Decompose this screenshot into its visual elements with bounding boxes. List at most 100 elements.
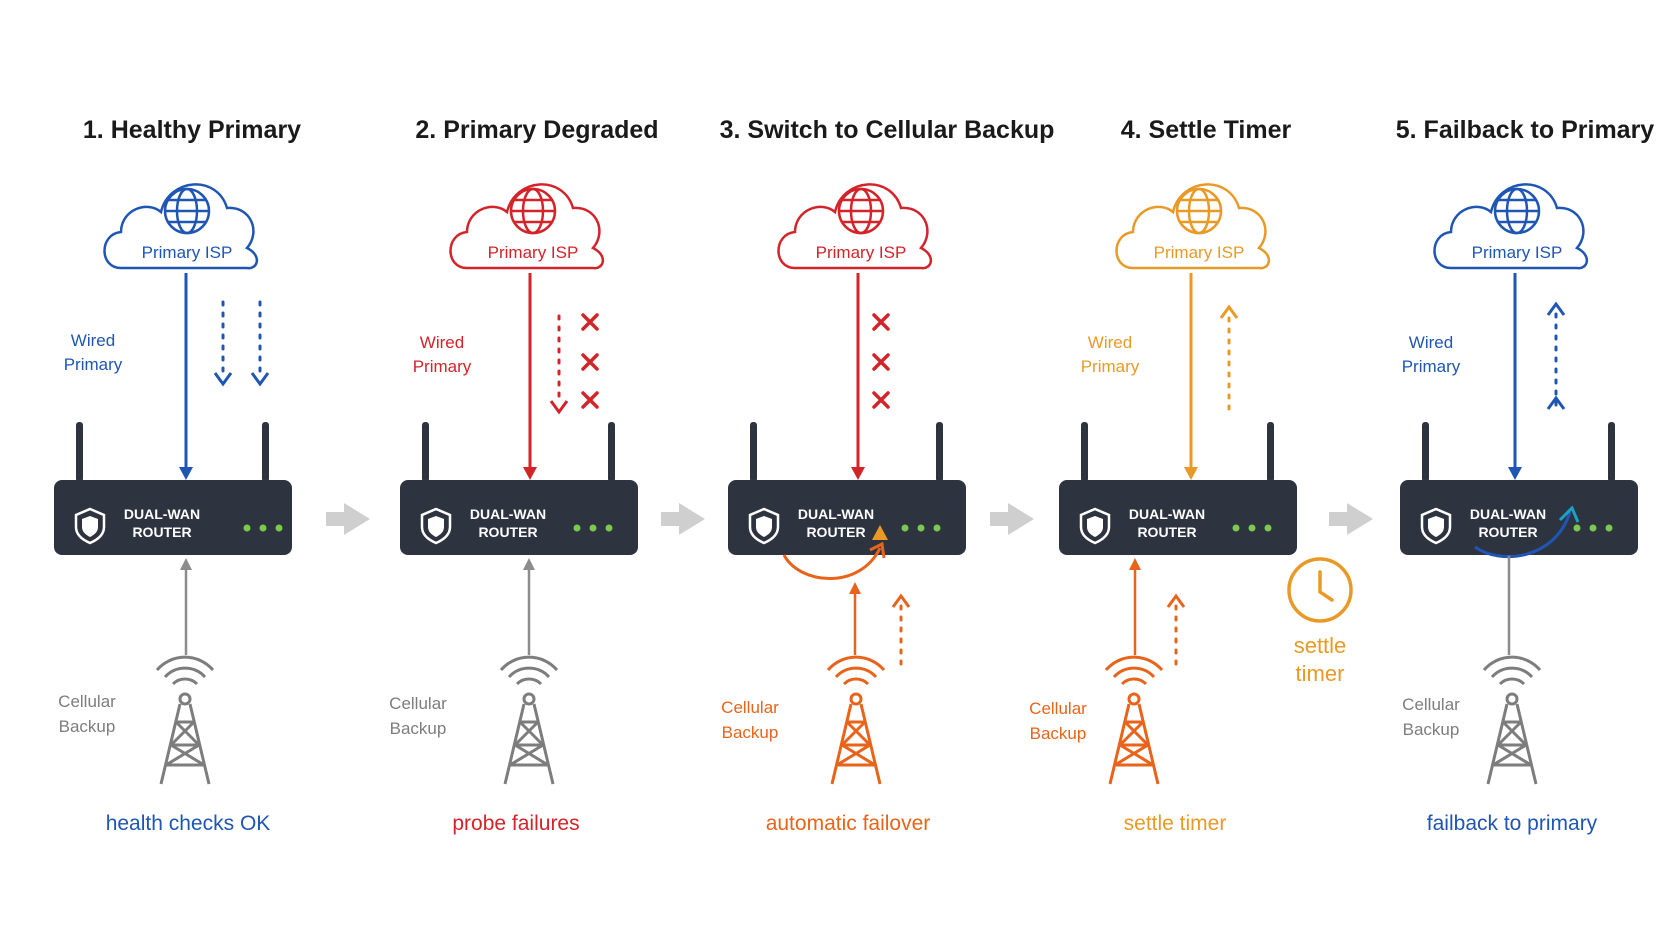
wired-link-arrowhead xyxy=(1184,467,1198,480)
shield-icon xyxy=(74,507,106,545)
wired-label-2: Primary xyxy=(1402,357,1461,376)
router: DUAL-WAN ROUTER xyxy=(1400,422,1638,555)
router-label-line1: DUAL-WAN xyxy=(470,506,546,522)
cell-tower-icon xyxy=(1104,655,1164,785)
router-label-line2: ROUTER xyxy=(478,524,537,540)
probe-up-arrow xyxy=(1219,304,1239,412)
stage-1-title: 1. Healthy Primary xyxy=(83,116,301,144)
failure-x-icon xyxy=(581,313,599,409)
shield-icon xyxy=(1420,507,1452,545)
router-label-line2: ROUTER xyxy=(132,524,191,540)
failure-x-icon xyxy=(872,313,890,409)
health-probe-arrows xyxy=(213,300,270,387)
cell-tower-icon xyxy=(1482,655,1542,785)
stage-arrow-1-2 xyxy=(326,503,370,535)
cell-tower-icon xyxy=(155,655,215,785)
wired-link-arrowhead xyxy=(179,467,193,480)
status-leds xyxy=(1573,524,1613,532)
shield-icon xyxy=(420,507,452,545)
router-label-line2: ROUTER xyxy=(1137,524,1196,540)
clock-icon xyxy=(1287,557,1353,623)
stage-5-title: 5. Failback to Primary xyxy=(1396,116,1655,144)
probe-up-arrow xyxy=(1546,301,1566,412)
wired-link-arrowhead xyxy=(1508,467,1522,480)
shield-icon xyxy=(1079,507,1111,545)
stage-1: Primary ISP Wired Primary DUAL-WAN ROUTE… xyxy=(54,183,292,835)
wired-link-arrowhead xyxy=(523,467,537,480)
cloud-primary-isp: Primary ISP xyxy=(103,183,258,270)
router-label-line2: ROUTER xyxy=(1478,524,1537,540)
stage-4-title: 4. Settle Timer xyxy=(1121,116,1292,144)
cellular-link-arrowhead xyxy=(849,582,861,594)
router-label-line1: DUAL-WAN xyxy=(1470,506,1546,522)
stage-arrow-4-5 xyxy=(1329,503,1373,535)
stage-3-title: 3. Switch to Cellular Backup xyxy=(720,116,1055,144)
cellular-label: Cellular xyxy=(1402,695,1460,714)
cloud-label: Primary ISP xyxy=(488,243,579,262)
stage-caption: automatic failover xyxy=(766,812,931,835)
router: DUAL-WAN ROUTER xyxy=(54,422,292,555)
router-label-line1: DUAL-WAN xyxy=(798,506,874,522)
cloud-label: Primary ISP xyxy=(816,243,907,262)
failback-path-arrow xyxy=(1474,505,1580,559)
cloud-primary-isp: Primary ISP xyxy=(777,183,932,270)
globe-icon xyxy=(837,187,885,235)
wired-link-arrowhead xyxy=(851,467,865,480)
status-leds xyxy=(1232,524,1272,532)
cloud-primary-isp: Primary ISP xyxy=(1433,183,1588,270)
wired-label: Wired xyxy=(1088,333,1132,352)
stage-caption: health checks OK xyxy=(106,812,271,835)
timer-label: settle xyxy=(1294,633,1347,658)
wired-label: Wired xyxy=(420,333,464,352)
cellular-link-arrowhead xyxy=(180,558,192,570)
stage-caption: failback to primary xyxy=(1427,812,1598,835)
stage-caption: probe failures xyxy=(452,812,579,835)
router-label-line1: DUAL-WAN xyxy=(124,506,200,522)
cloud-label: Primary ISP xyxy=(1154,243,1245,262)
cell-tower-icon xyxy=(826,655,886,785)
globe-icon xyxy=(163,187,211,235)
failover-path-arrow xyxy=(782,541,886,580)
probe-up-arrow xyxy=(1166,593,1186,670)
cellular-label-2: Backup xyxy=(390,719,447,738)
router: DUAL-WAN ROUTER xyxy=(400,422,638,555)
cloud-primary-isp: Primary ISP xyxy=(449,183,604,270)
stage-arrow-3-4 xyxy=(990,503,1034,535)
wired-label-2: Primary xyxy=(413,357,472,376)
shield-icon xyxy=(748,507,780,545)
stage-2: Primary ISP Wired Primary DUAL-WAN ROUTE… xyxy=(389,183,638,835)
wired-label: Wired xyxy=(1409,333,1453,352)
stage-caption: settle timer xyxy=(1124,812,1227,835)
cellular-label-2: Backup xyxy=(1403,720,1460,739)
stage-2-title: 2. Primary Degraded xyxy=(415,116,658,144)
cellular-label: Cellular xyxy=(721,698,779,717)
globe-icon xyxy=(509,187,557,235)
status-leds xyxy=(243,524,283,532)
cellular-label: Cellular xyxy=(389,694,447,713)
globe-icon xyxy=(1493,187,1541,235)
status-leds xyxy=(573,524,613,532)
wired-label-2: Primary xyxy=(1081,357,1140,376)
stage-3: Primary ISP DUAL-WAN ROUTER xyxy=(721,183,966,835)
timer-label-2: timer xyxy=(1296,661,1345,686)
router: DUAL-WAN ROUTER xyxy=(728,422,966,555)
cell-tower-icon xyxy=(499,655,559,785)
stage-arrow-2-3 xyxy=(661,503,705,535)
globe-icon xyxy=(1175,187,1223,235)
wired-label: Wired xyxy=(71,331,115,350)
cellular-link-arrowhead xyxy=(1129,558,1141,570)
failing-probe-arrow xyxy=(549,314,569,415)
cellular-link-arrowhead xyxy=(523,558,535,570)
warning-icon xyxy=(872,525,888,540)
cellular-label-2: Backup xyxy=(1030,724,1087,743)
router-label-line1: DUAL-WAN xyxy=(1129,506,1205,522)
router: DUAL-WAN ROUTER xyxy=(1059,422,1297,555)
status-leds xyxy=(901,524,941,532)
router-label-line2: ROUTER xyxy=(806,524,865,540)
cloud-label: Primary ISP xyxy=(1472,243,1563,262)
probe-up-arrow xyxy=(891,593,911,670)
cellular-label: Cellular xyxy=(1029,699,1087,718)
stage-4: Primary ISP Wired Primary DUAL-WAN ROUTE… xyxy=(1029,183,1353,835)
cellular-label: Cellular xyxy=(58,692,116,711)
